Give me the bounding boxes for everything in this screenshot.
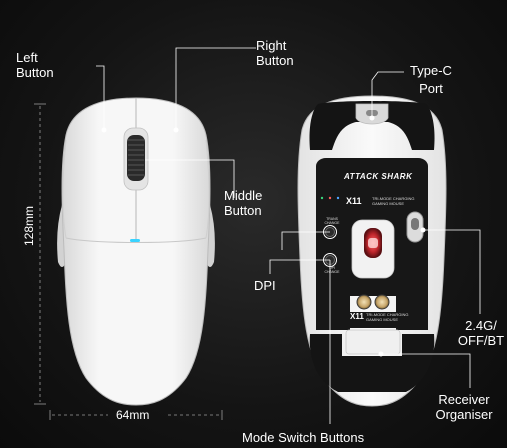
mouse-top-view bbox=[57, 97, 215, 406]
model-name-bottom: X11 bbox=[350, 312, 364, 321]
label-middle-button: Middle Button bbox=[224, 188, 263, 218]
switch-label-dpi: DPI CHANGE bbox=[324, 266, 340, 274]
gold-contact-right bbox=[374, 294, 390, 310]
dimension-width: 64mm bbox=[116, 408, 150, 422]
label-type-c-port: Type-C Port bbox=[410, 63, 452, 96]
skate-bottom bbox=[309, 334, 435, 392]
switch-label-trans: TRANS CHANGE bbox=[324, 217, 340, 225]
label-receiver-organiser: Receiver Organiser bbox=[435, 392, 493, 422]
skate-top bbox=[309, 101, 435, 150]
receiver-slot bbox=[345, 329, 401, 355]
label-wireless-mode: 2.4G/ OFF/BT bbox=[457, 318, 505, 348]
dimension-height: 128mm bbox=[22, 205, 36, 246]
leader-lines-top bbox=[96, 47, 256, 198]
label-panel bbox=[316, 158, 428, 280]
dimension-lines bbox=[34, 103, 223, 420]
label-left-button: Left Button bbox=[16, 50, 54, 80]
tagline-bottom: TRI-MODE CHARGING GAMING MOUSE bbox=[366, 312, 409, 322]
brand-logo: ATTACK SHARK bbox=[344, 172, 413, 181]
scroll-wheel bbox=[127, 135, 145, 181]
label-dpi: DPI bbox=[254, 278, 276, 293]
model-name-top: X11 bbox=[346, 196, 362, 206]
gold-contact-left bbox=[356, 294, 372, 310]
tagline-top: TRI-MODE CHARGING GAMING MOUSE bbox=[372, 196, 415, 206]
dpi-led bbox=[130, 239, 140, 242]
mouse-top-shell bbox=[61, 97, 211, 406]
mouse-bottom-view bbox=[297, 95, 447, 407]
label-mode-switch-buttons: Mode Switch Buttons bbox=[242, 430, 365, 445]
label-right-button: Right Button bbox=[256, 38, 294, 68]
leader-lines-bottom bbox=[269, 71, 481, 424]
